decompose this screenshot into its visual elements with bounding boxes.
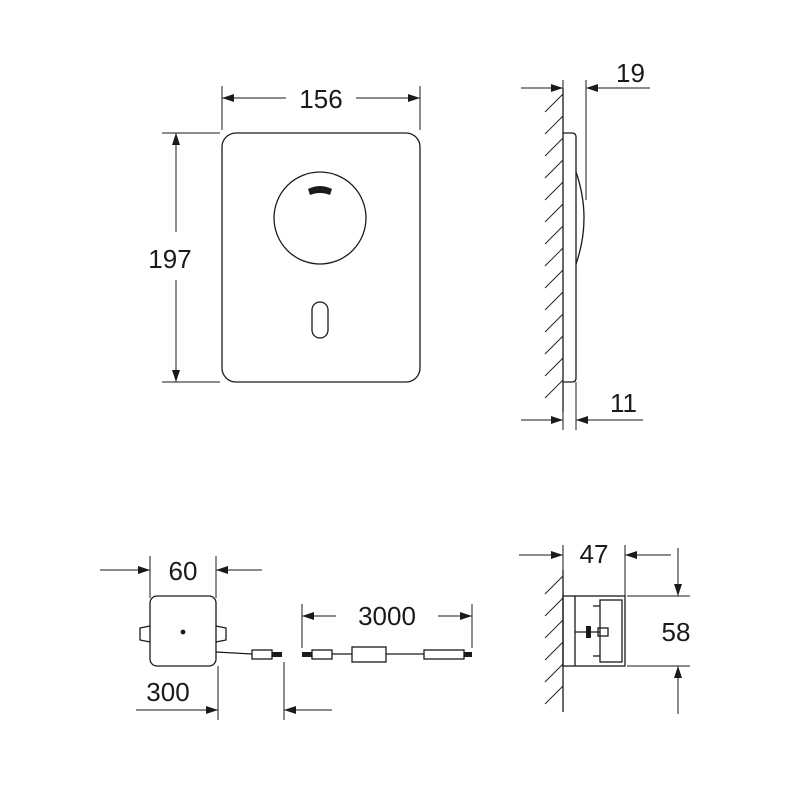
box-connector [597,627,609,637]
box-lid-profile [599,599,623,663]
cable-junction [351,646,387,663]
electronics-box-view [139,595,282,667]
dim-label-plate-base-depth: 11 [610,388,637,418]
plate-profile [563,132,577,383]
dim-label-box-width: 60 [169,556,198,586]
dim-label-plate-width: 156 [299,84,342,114]
box-cable [215,651,253,655]
wall-hatch-lower [544,575,564,705]
dim-plate-width: 156 [221,84,421,130]
dim-box-width: 60 [100,556,262,598]
plate-outline [221,132,421,383]
dim-box-depth: 47 [519,539,671,596]
dim-plate-total-depth: 19 [521,58,650,200]
box-cable-plug [251,649,273,660]
extension-plug-right [423,649,465,660]
dim-box-height: 58 [627,548,690,714]
box-side-outline [562,595,626,667]
dim-label-plate-height: 197 [148,244,191,274]
box-cable-plug-tip [272,652,282,657]
dim-label-box-depth: 47 [580,539,609,569]
left-mounting-tab [139,625,151,643]
extension-plug-left [311,649,333,660]
plate-front-view [221,132,421,383]
extension-plug-right-tip [464,652,472,657]
box-side-view [544,570,626,712]
extension-plug-left-tip [302,652,312,657]
electronics-box [149,595,217,667]
box-center-mark [180,629,186,635]
dim-box-cable-length: 300 [136,662,332,720]
wall-hatch [544,93,564,399]
dim-label-plate-total-depth: 19 [616,58,645,88]
plate-side-view [544,88,585,412]
dim-extension-cable-length: 3000 [301,601,473,648]
dim-label-extension-cable-length: 3000 [358,601,416,631]
dim-label-box-cable-length: 300 [146,677,189,707]
brand-logo-icon [308,186,332,195]
right-mounting-tab [215,625,227,643]
sensor-dome-profile [575,171,585,265]
box-screw-head-icon [586,626,591,638]
dim-plate-base-depth: 11 [521,382,643,430]
indicator-slot [311,301,329,339]
dim-plate-height: 197 [148,132,220,383]
dim-label-box-height: 58 [662,617,691,647]
sensor-window [273,171,367,265]
extension-cable-view [302,646,472,663]
